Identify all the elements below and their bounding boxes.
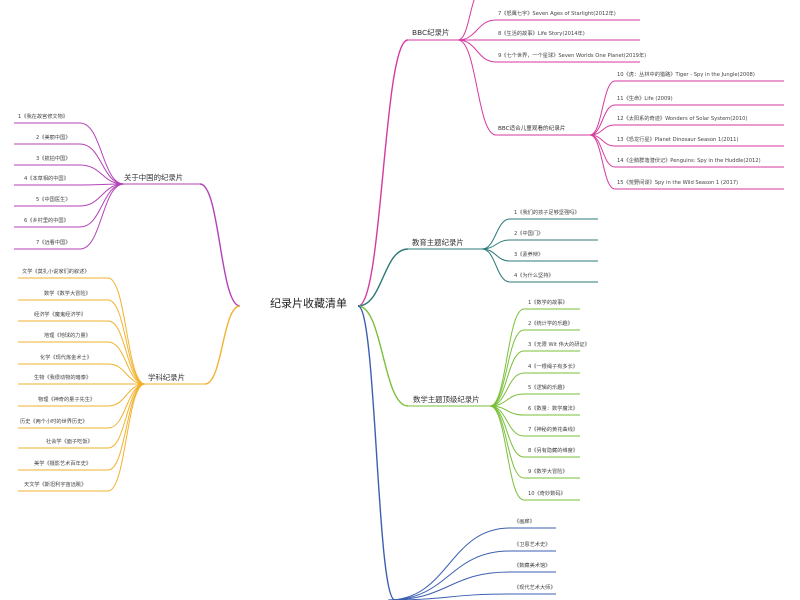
connector-bbc-kids <box>457 39 497 136</box>
math-item: 4《一根绳子有多长》 <box>528 364 578 370</box>
subject-item: 地理《地球的力量》 <box>44 333 91 339</box>
connector-education <box>357 248 409 307</box>
math-item: 2《统计学的乐趣》 <box>528 321 573 327</box>
bbc-kids-item: 13《恐龙行星》Planet Dinosaur Season 1(2011) <box>617 137 739 143</box>
bbc-kids-item: 14《企鹅群落潜伏记》Penguins: Spy in the Huddle(2… <box>617 158 761 164</box>
connector-education-item <box>481 248 511 262</box>
branch-bbc: BBC纪录片 <box>412 28 450 37</box>
bbc-kids-item: 10《虎：丛林中的猎路》Tiger - Spy in the Jungle(20… <box>617 72 755 78</box>
connector-china-item <box>79 164 125 185</box>
connector-art-item <box>387 527 511 600</box>
connector-bbc-top <box>457 0 475 41</box>
connector-math-item <box>489 308 525 407</box>
connector-bbc-item <box>457 19 497 41</box>
subject-item: 物理《神奇的量子先生》 <box>38 397 96 403</box>
math-item: 1《数学的故事》 <box>528 300 568 306</box>
connector-subject-item <box>107 299 146 385</box>
connector-math <box>357 305 409 407</box>
connector-subject-item <box>107 363 146 385</box>
china-item: 6《乡村里的中国》 <box>24 218 69 224</box>
bbc-item: 8《生活的故事》Life Story(2014年) <box>498 31 585 37</box>
connector-subject-item <box>107 383 146 492</box>
bbc-kids-item: 11《生命》Life (2009) <box>617 96 673 102</box>
math-item: 8《另有隐藏的维度》 <box>528 448 578 454</box>
education-item: 3《素养辩》 <box>514 252 544 258</box>
math-item: 9《数学大冒险》 <box>528 469 568 475</box>
china-item: 4《本草相的中国》 <box>24 176 69 182</box>
branch-china: 关于中国的纪录片 <box>124 173 184 182</box>
connector-subject <box>204 305 241 385</box>
branch-subject: 学科纪录片 <box>148 373 185 382</box>
bbc-item: 9《七个世界，一个星球》Seven Worlds One Planet(2019… <box>498 53 647 59</box>
connector-china-item <box>79 122 125 185</box>
art-item: 《卫恩艺术史》 <box>514 542 551 548</box>
math-item: 7《神秘的黄花曲线》 <box>528 427 578 433</box>
education-item: 4《为什么坚持》 <box>514 273 554 279</box>
connector-subject-item <box>107 341 146 385</box>
math-item: 6《数量：数学魔法》 <box>528 406 578 412</box>
connector-education-item <box>481 218 511 250</box>
connector-math-item <box>489 350 525 407</box>
connector-china-item <box>79 183 125 207</box>
connector-china-item <box>79 143 125 185</box>
connector-math-item <box>489 372 525 407</box>
bbc-item: 7《怒鹰七宇》Seven Ages of Starlight(2012年) <box>498 11 616 17</box>
art-item: 《数藏美术馆》 <box>514 563 551 569</box>
connector-math-item <box>489 405 525 479</box>
connector-bbc-item <box>457 39 497 63</box>
connector-subject-item <box>107 277 146 385</box>
connector-china <box>199 183 241 307</box>
math-item: 3《无限 Wit 伟大的研证》 <box>528 342 590 348</box>
subject-item: 历史《两个小时的世界历史》 <box>20 419 88 425</box>
subject-item: 社会学《面子吃饭》 <box>46 439 93 445</box>
connector-bbc <box>357 39 409 307</box>
connector-math-item <box>489 405 525 458</box>
china-item: 2《美丽中国》 <box>36 135 71 141</box>
connector-bbc-kids-item <box>589 80 616 136</box>
connector-bbc-kids-item <box>589 134 616 190</box>
connector-education-item <box>481 248 511 283</box>
subject-item: 数学《数学大冒险》 <box>44 291 91 297</box>
china-item: 1《我在故宫修文物》 <box>18 114 68 120</box>
connector-art <box>357 305 396 600</box>
math-item: 5《逻辑的乐趣》 <box>528 385 568 391</box>
connector-bbc-kids-item <box>589 104 616 136</box>
connector-bbc-kids-item <box>589 124 616 136</box>
connector-math-item <box>489 405 525 501</box>
subject-item: 美学《摄影艺术百年史》 <box>34 461 92 467</box>
connector-art-item <box>387 571 511 600</box>
subject-item: 生物《我很动物的暗泰》 <box>34 375 92 381</box>
education-item: 2《中国门》 <box>514 231 544 237</box>
connector-china-item <box>79 183 125 250</box>
connector-math-item <box>489 393 525 407</box>
china-item: 5《中国医生》 <box>36 197 71 203</box>
central-topic: 纪录片收藏清单 <box>266 296 351 312</box>
bbc-kids-item: 15《荒野间谍》Spy in the Wild Season 1 (2017) <box>617 180 739 186</box>
art-item: 《画廊》 <box>514 519 535 525</box>
subject-item: 天文学《斯坦利宇宙远眺》 <box>24 482 87 488</box>
china-item: 3《航拍中国》 <box>36 156 71 162</box>
connector-art-item <box>387 550 511 600</box>
connector-subject-item <box>107 383 146 429</box>
china-item: 7《远看中国》 <box>36 240 71 246</box>
art-item: 《现代艺术大师》 <box>514 585 556 591</box>
subject-item: 经济学《魔鬼经济学》 <box>34 312 86 318</box>
education-item: 1《我们的孩子足够坚强吗》 <box>514 210 580 216</box>
subject-item: 化学《现代炼金术士》 <box>40 355 92 361</box>
connector-china-item <box>79 183 125 228</box>
branch-math: 数学主题顶级纪录片 <box>413 395 480 404</box>
branch-education: 教育主题纪录片 <box>412 238 464 247</box>
branch-bbc-kids: BBC适合儿童观看的纪录片 <box>498 126 566 132</box>
subject-item: 文学《莫扎小说家们的叙述》 <box>22 269 90 275</box>
connector-math-item <box>489 329 525 407</box>
bbc-kids-item: 12《太阳系的奇迹》Wonders of Solar System(2010) <box>617 116 748 122</box>
math-item: 10《奇妙数码》 <box>528 491 566 497</box>
